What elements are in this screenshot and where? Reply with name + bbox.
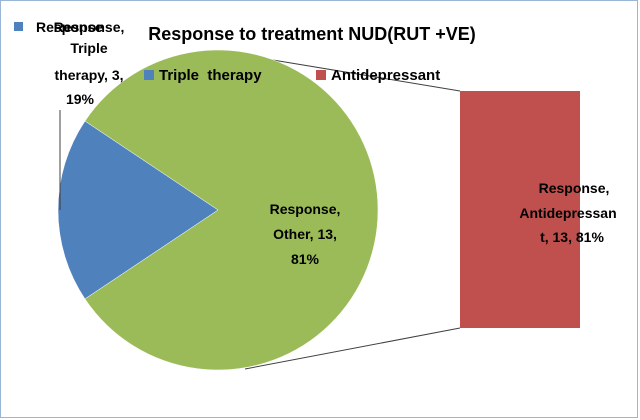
data-label-other-line-2: Other, 13, xyxy=(273,226,337,242)
legend-label-antidepressant: Antidepressant xyxy=(331,67,440,84)
legend-swatch-response xyxy=(14,22,23,31)
connector-line-top xyxy=(242,54,461,92)
pie-slice-other xyxy=(84,49,379,371)
legend-label-response: Response xyxy=(36,19,103,35)
data-label-triple-line-3: therapy, 3, xyxy=(55,67,124,83)
data-label-triple-line-4: 19% xyxy=(66,91,95,107)
data-label-other: Response, Other, 13, 81% xyxy=(270,201,341,267)
data-label-antidepressant: Response, Antidepressan t, 13, 81% xyxy=(519,180,616,245)
chart-title: Response to treatment NUD(RUT +VE) xyxy=(148,24,476,44)
pie-slice-triple-therapy xyxy=(57,120,219,300)
legend-label-triple-therapy: Triple therapy xyxy=(159,67,262,84)
data-label-triple-therapy: Response, Triple therapy, 3, 19% xyxy=(54,19,125,107)
connector-line-bottom xyxy=(244,327,461,370)
legend-swatch-triple-therapy xyxy=(144,70,154,80)
data-label-other-line-1: Response, xyxy=(270,201,341,217)
bar-antidepressant xyxy=(460,91,580,328)
data-label-antidepressant-line-1: Response, xyxy=(539,180,610,196)
data-label-antidepressant-line-3: t, 13, 81% xyxy=(540,229,604,245)
data-label-triple-line-1: Response, xyxy=(54,19,125,35)
data-label-antidepressant-line-2: Antidepressan xyxy=(519,205,616,221)
legend-swatch-antidepressant xyxy=(316,70,326,80)
data-label-other-line-3: 81% xyxy=(291,251,320,267)
data-label-triple-line-2: Triple xyxy=(70,40,108,56)
